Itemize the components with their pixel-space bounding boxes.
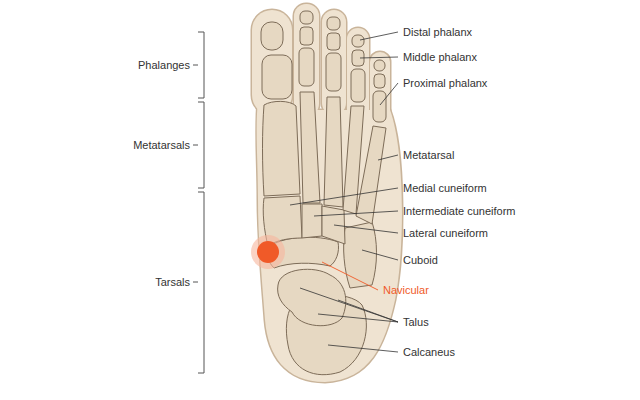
part-label: Cuboid bbox=[403, 254, 438, 267]
phalanx-bone bbox=[262, 55, 292, 99]
part-label: Navicular bbox=[383, 284, 429, 297]
phalanx-bone bbox=[326, 53, 341, 91]
leader-line bbox=[290, 188, 398, 205]
leader-line bbox=[362, 250, 398, 260]
leader-line bbox=[322, 262, 378, 290]
part-label: Metatarsal bbox=[403, 149, 454, 162]
phalanx-bone bbox=[261, 22, 283, 50]
part-label: Talus bbox=[403, 316, 429, 329]
metatarsal-bone bbox=[300, 92, 320, 203]
leader-line bbox=[360, 32, 398, 40]
bracket bbox=[198, 102, 204, 188]
phalanx-bone bbox=[299, 48, 314, 86]
phalanx-bone bbox=[373, 91, 386, 122]
bracket bbox=[198, 32, 204, 98]
highlight-leaders bbox=[322, 262, 378, 290]
phalanx-bone bbox=[300, 27, 313, 45]
leader-line bbox=[314, 211, 398, 216]
bracket-tick bbox=[193, 145, 198, 146]
bracket bbox=[198, 192, 204, 373]
cuboid-bone bbox=[344, 222, 377, 288]
metatarsal-bone bbox=[263, 101, 301, 196]
part-label: Phalanges bbox=[138, 59, 190, 72]
phalanx-bone bbox=[374, 74, 385, 88]
phalanx-bone bbox=[327, 33, 340, 50]
phalanx-bone bbox=[352, 35, 364, 47]
phalanx-bone bbox=[300, 11, 313, 24]
highlight-glow bbox=[251, 235, 285, 269]
bracket-tick bbox=[193, 282, 198, 283]
foot-outline bbox=[252, 4, 402, 382]
part-label: Tarsals bbox=[155, 276, 190, 289]
leader-lines bbox=[290, 32, 398, 352]
bracket-tick bbox=[193, 65, 198, 66]
leader-line bbox=[380, 83, 398, 105]
part-label: Medial cuneiform bbox=[403, 182, 487, 195]
part-label: Intermediate cuneiform bbox=[403, 205, 516, 218]
phalanx-bone bbox=[374, 60, 385, 71]
talus-bone bbox=[278, 269, 346, 325]
intermediate-cuneiform-bone bbox=[302, 204, 322, 238]
part-label: Distal phalanx bbox=[403, 26, 472, 39]
phalanx-bone bbox=[351, 69, 365, 102]
leader-line bbox=[338, 300, 398, 322]
leader-line bbox=[334, 225, 398, 233]
group-brackets bbox=[193, 32, 204, 373]
lateral-cuneiform-bone bbox=[322, 206, 345, 244]
part-label: Lateral cuneiform bbox=[403, 227, 488, 240]
metatarsal-bone bbox=[324, 97, 343, 207]
highlight-spot bbox=[257, 241, 279, 263]
leader-line bbox=[378, 155, 398, 160]
foot-fill bbox=[252, 4, 402, 382]
metatarsal-bone bbox=[356, 126, 386, 224]
leader-line bbox=[328, 345, 398, 352]
part-label: Calcaneus bbox=[403, 346, 455, 359]
phalanx-bone bbox=[327, 17, 340, 30]
part-label: Proximal phalanx bbox=[403, 77, 487, 90]
part-label: Metatarsals bbox=[133, 139, 190, 152]
leader-line bbox=[360, 57, 398, 58]
part-label: Middle phalanx bbox=[403, 51, 477, 64]
